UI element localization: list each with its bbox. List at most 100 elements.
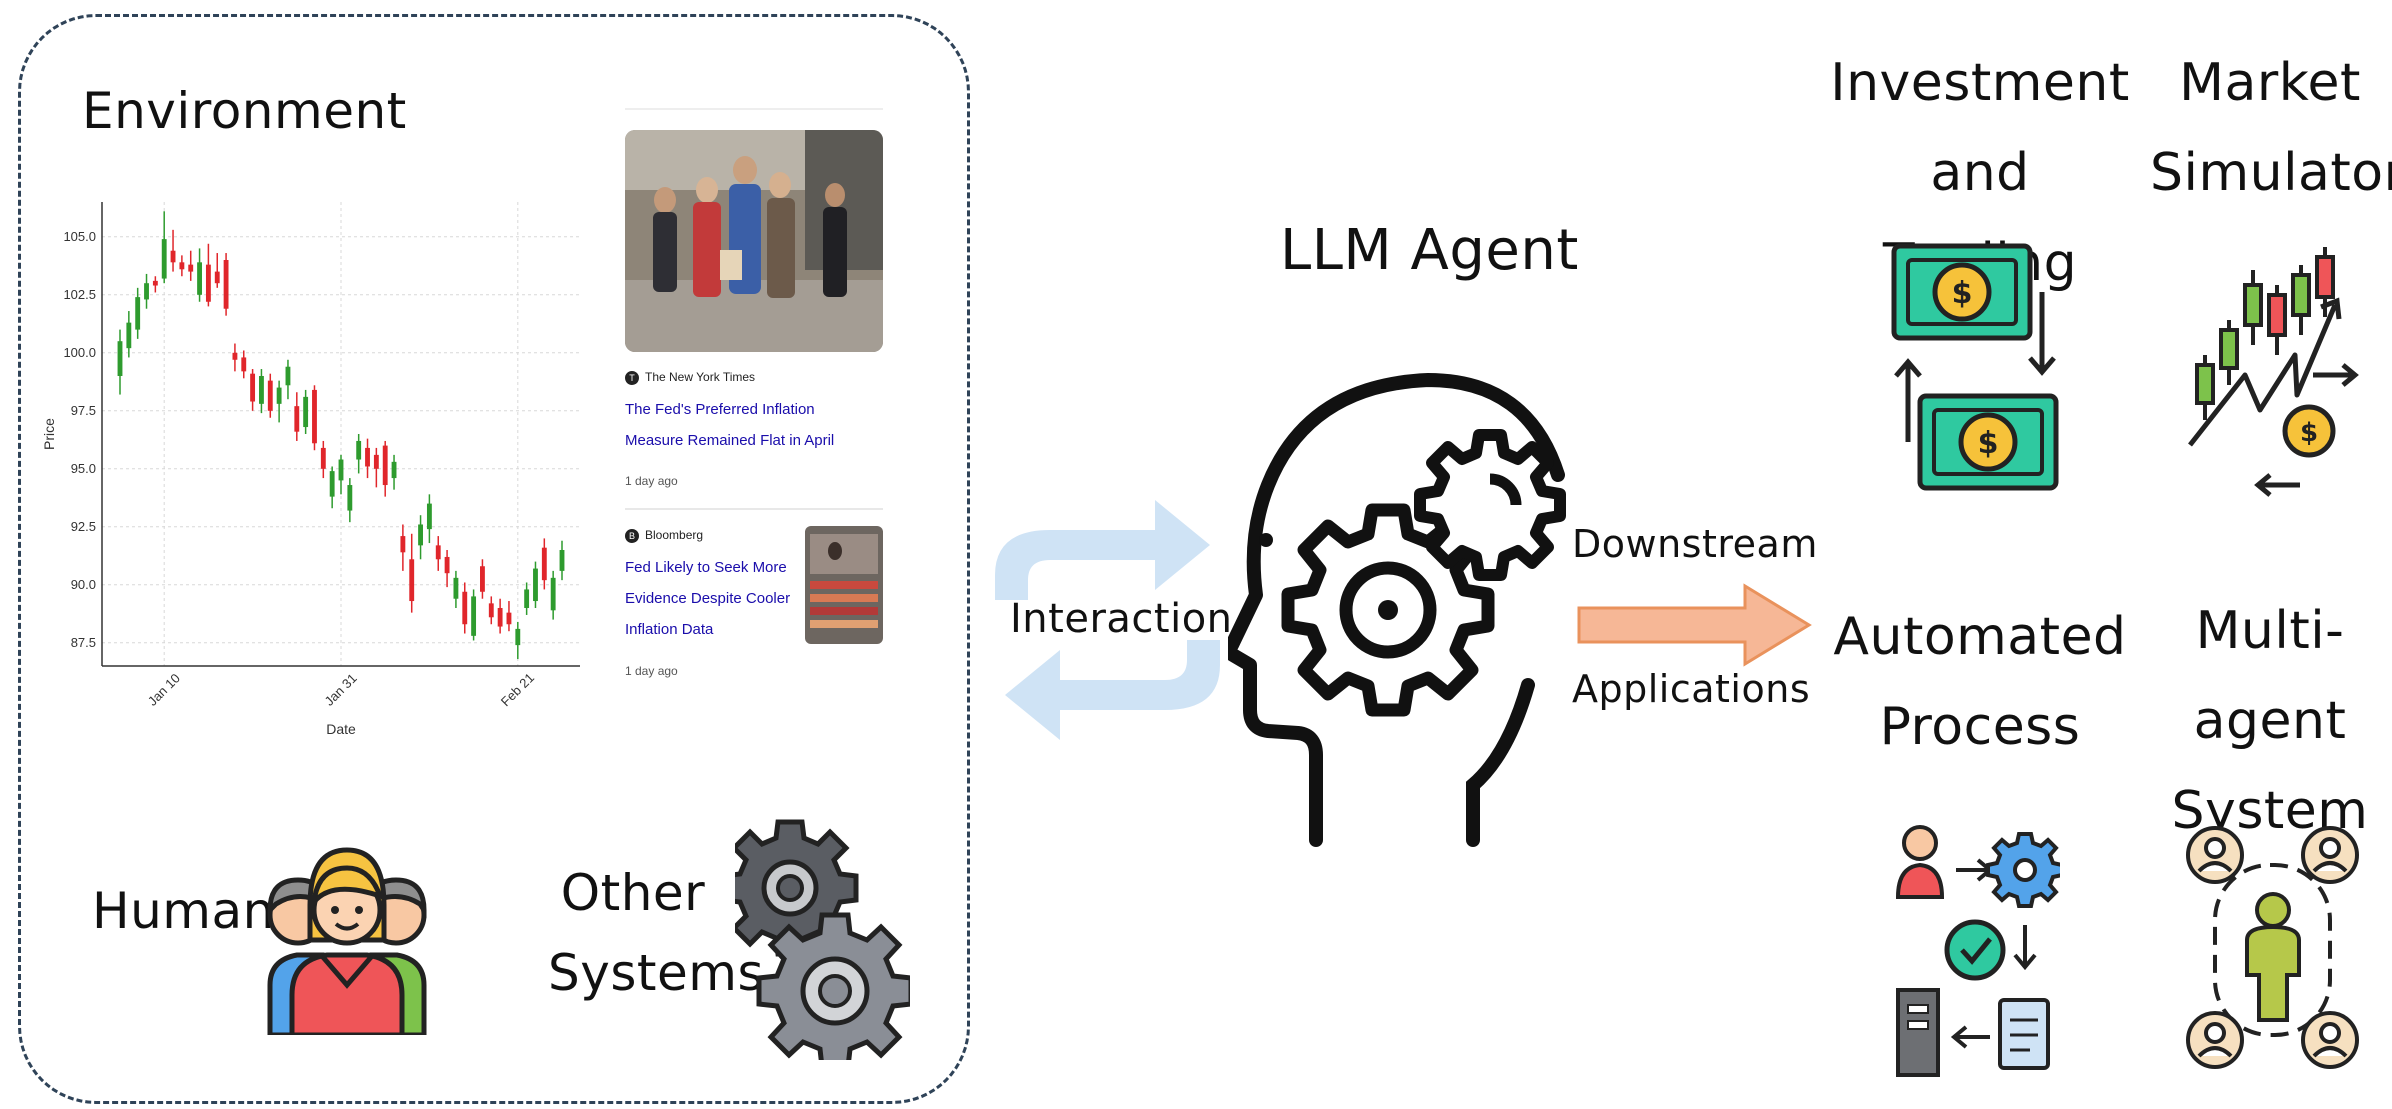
candle-body (188, 264, 194, 272)
automated-process-icon (1895, 825, 2060, 1077)
candle-body (559, 550, 565, 571)
candle-body (135, 297, 141, 330)
news-time-1: 1 day ago (625, 474, 678, 488)
candle-body (471, 596, 477, 636)
candle-body (205, 264, 211, 302)
candle-body (347, 485, 353, 511)
llm-agent-head-icon (1228, 373, 1566, 847)
chart-ylabel: Price (41, 418, 57, 450)
candle-body (373, 454, 379, 469)
money-exchange-icon: $ $ (1891, 243, 2059, 491)
news-headline-1[interactable]: The Fed's Preferred Inflation Measure Re… (625, 401, 835, 449)
candle-body (338, 459, 344, 481)
downstream-label: Downstream (1572, 522, 1818, 566)
svg-text:$: $ (1952, 276, 1973, 311)
candle-body (232, 352, 238, 360)
candle-body (144, 283, 149, 300)
candle-body (497, 608, 503, 627)
environment-panel (18, 14, 970, 1104)
candle-body (426, 503, 432, 530)
candle-body (312, 389, 317, 444)
svg-text:$: $ (1978, 426, 1999, 461)
candle-body (462, 591, 468, 625)
candle-body (117, 341, 123, 376)
interaction-label: Interaction (1010, 596, 1233, 642)
news-photo-store (805, 526, 883, 644)
candle-body (294, 406, 300, 432)
candle-body (126, 322, 132, 349)
candle-body (320, 447, 326, 469)
news-photo-street (625, 130, 883, 352)
candle-body (541, 547, 547, 581)
news-divider (625, 508, 883, 510)
candle-body (453, 577, 459, 599)
candle-body (329, 471, 335, 497)
market-simulator-label: Market Simulator (2150, 53, 2392, 203)
chart-xtick-label: Jan 10 (145, 671, 183, 709)
other-systems-label: Other Systems (548, 864, 764, 1002)
news-top-divider (625, 108, 883, 110)
people-group-icon (267, 847, 427, 1035)
candle-body (409, 559, 415, 602)
human-label: Human (92, 882, 275, 940)
candle-body (267, 380, 273, 411)
candle-body (533, 568, 538, 602)
chart-ytick-label: 97.5 (71, 403, 96, 418)
downstream-arrow-icon (1577, 583, 1812, 667)
candle-body (444, 556, 450, 574)
chart-xtick-label: Jan 31 (322, 671, 360, 709)
candle-body (382, 445, 388, 486)
candle-body (214, 271, 220, 284)
candle-body (250, 373, 256, 402)
candle-body (524, 589, 530, 608)
interaction-arrows-icon (995, 500, 1220, 740)
candle-body (365, 447, 370, 467)
candle-body (303, 396, 309, 428)
gears-icon (735, 819, 910, 1060)
chart-candles (117, 211, 565, 660)
multi-agent-icon (2186, 826, 2359, 1069)
candle-body (488, 603, 494, 618)
candle-body (285, 366, 291, 386)
chart-xtick-label: Feb 21 (498, 670, 537, 709)
candle-body (223, 260, 229, 309)
news-time-2: 1 day ago (625, 664, 678, 678)
candle-body (197, 262, 202, 295)
chart-ytick-label: 87.5 (71, 635, 96, 650)
applications-label: Applications (1572, 667, 1811, 711)
candle-body (179, 262, 185, 270)
candle-body (161, 239, 167, 279)
market-candles-icon: $ (2188, 247, 2359, 497)
chart-ytick-label: 90.0 (71, 577, 96, 592)
chart-ytick-label: 95.0 (71, 461, 96, 476)
candle-body (435, 545, 441, 560)
news-headline-2[interactable]: Fed Likely to Seek More Evidence Despite… (625, 559, 791, 638)
environment-title: Environment (82, 82, 407, 140)
candle-body (480, 566, 485, 592)
candle-body (276, 387, 282, 404)
automated-process-label: Automated Process (1833, 607, 2127, 757)
chart-ytick-label: 102.5 (63, 287, 96, 302)
candle-body (506, 612, 512, 625)
chart-ytick-label: 100.0 (63, 345, 96, 360)
chart-ytick-label: 105.0 (63, 229, 96, 244)
candle-body (400, 536, 406, 553)
candle-body (550, 577, 556, 611)
candle-body (356, 440, 362, 460)
candle-body (241, 357, 247, 372)
candle-body (515, 628, 521, 646)
candle-body (418, 524, 423, 546)
chart-ytick-label: 92.5 (71, 519, 96, 534)
candle-body (391, 461, 397, 479)
svg-text:$: $ (2300, 418, 2318, 448)
candle-body (152, 280, 158, 286)
bloomberg-logo-icon: B (625, 528, 639, 543)
candle-body (170, 250, 176, 263)
nyt-logo-icon: T (625, 370, 639, 385)
candle-body (259, 376, 264, 404)
